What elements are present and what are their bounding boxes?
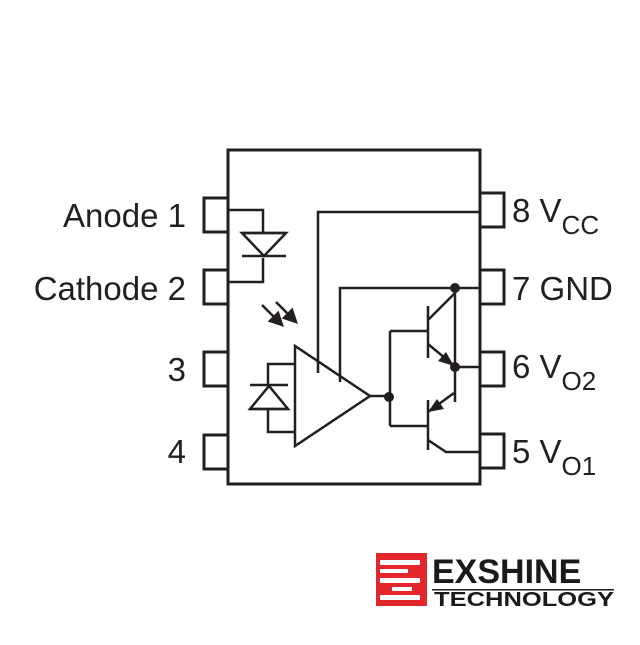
exshine-logo: EXSHINE TECHNOLOGY	[376, 553, 615, 611]
pin-3-label: 3	[168, 351, 186, 388]
pin-6-pad	[478, 350, 506, 388]
output-transistors	[388, 288, 480, 454]
pin-2-label: Cathode 2	[34, 270, 186, 307]
pin-5-label: 5 VO1	[512, 433, 596, 481]
junction-dots	[384, 283, 460, 402]
transistor-arrows	[428, 352, 454, 412]
pin-8-label: 8 VCC	[512, 192, 599, 240]
led-emitter	[228, 208, 289, 284]
pin-8-pad	[478, 191, 506, 229]
pin-3-pad	[202, 350, 230, 388]
light-arrows-icon	[261, 301, 298, 327]
pin-4-pad	[202, 433, 230, 471]
logo-text-sub: TECHNOLOGY	[434, 589, 615, 611]
logo-mark-stripes	[380, 560, 420, 600]
pin-1-label: Anode 1	[63, 197, 186, 234]
ic-package-body	[226, 148, 482, 486]
pin-7-pad	[478, 268, 506, 306]
pin-4-label: 4	[168, 433, 186, 470]
amplifier-triangle	[293, 210, 480, 449]
pin-7-label: 7 GND	[512, 270, 613, 307]
photodiode	[247, 362, 295, 434]
pin-5-pad	[478, 432, 506, 470]
pin-1-pad	[202, 196, 230, 234]
pin-2-pad	[202, 268, 230, 306]
logo-text-main: EXSHINE	[432, 553, 581, 591]
logo-underline	[432, 589, 614, 591]
pin-6-label: 6 VO2	[512, 348, 596, 396]
